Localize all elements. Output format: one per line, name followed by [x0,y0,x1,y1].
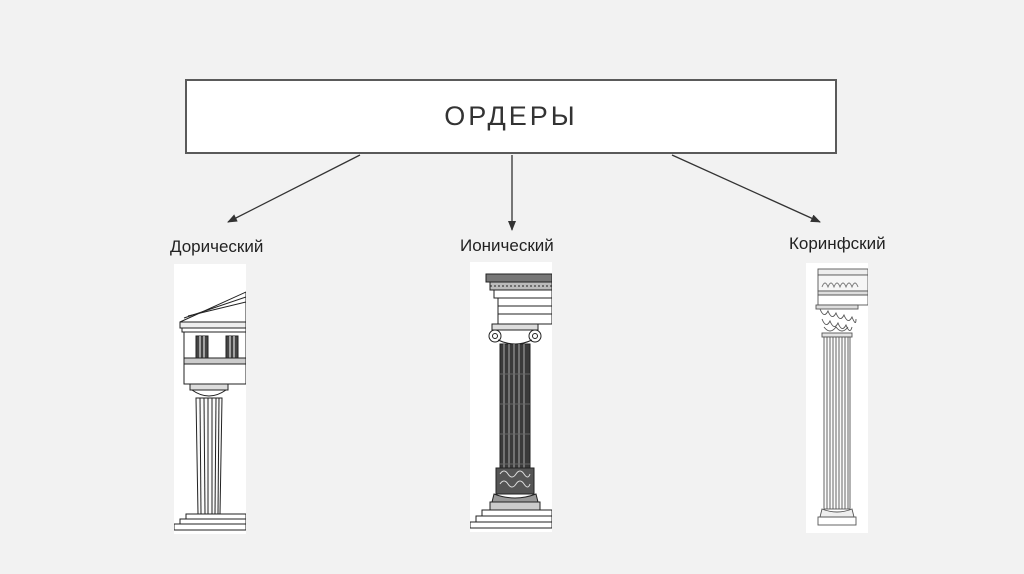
doric-illustration [173,264,247,534]
diagram-title: ОРДЕРЫ [444,101,578,131]
label-ionic: Ионический [460,236,554,255]
corinthian-column-drawing [815,268,869,526]
arrow-to-doric [227,154,361,223]
label-doric: Дорический [170,237,264,256]
doric-column-drawing [173,291,247,531]
corinthian-illustration [806,263,869,533]
ionic-column-drawing [469,273,553,529]
arrow-to-corinthian [671,154,821,223]
label-corinthian: Коринфский [789,234,886,253]
title-box: ОРДЕРЫ [185,79,837,154]
ionic-illustration [469,262,553,532]
